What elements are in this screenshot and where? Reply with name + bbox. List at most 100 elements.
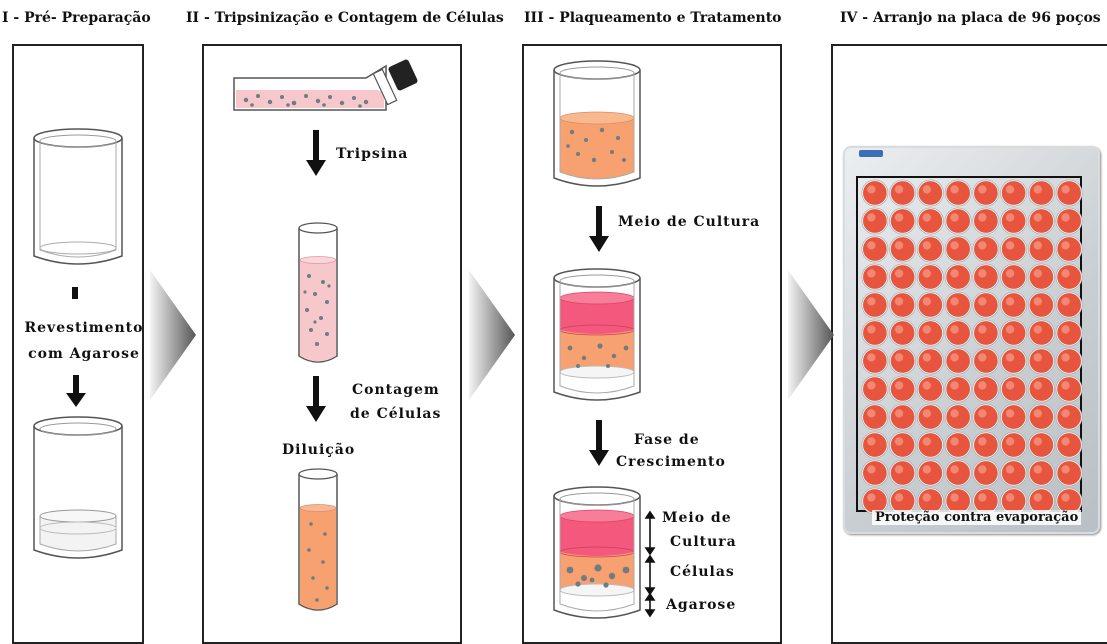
evaporation-protection-label: Proteção contra evaporação (872, 510, 1082, 525)
well (972, 235, 1000, 263)
growth-label-line1: Fase de (634, 432, 700, 448)
down-arrow-count (306, 376, 326, 422)
well (861, 263, 889, 291)
well (1055, 319, 1083, 347)
well (1028, 487, 1055, 515)
well (861, 291, 889, 319)
well (1000, 375, 1028, 403)
well (889, 319, 916, 347)
well (1028, 207, 1055, 235)
well (1028, 403, 1055, 431)
dilution-label: Diluição (282, 442, 356, 458)
well (1055, 487, 1083, 515)
well-cells-seeded (553, 60, 641, 187)
well (972, 375, 1000, 403)
well (944, 459, 972, 487)
well (889, 347, 916, 375)
down-arrow-growth (589, 420, 609, 466)
well (972, 459, 1000, 487)
panel-title-trypsinization: II - Tripsinização e Contagem de Células (186, 10, 504, 26)
transition-arrow-2 (469, 270, 515, 400)
plate-96-wells (843, 146, 1100, 534)
count-label-line1: Contagem (352, 382, 440, 398)
well (1000, 207, 1028, 235)
coating-label-line2: com Agarose (28, 346, 140, 362)
well (889, 459, 916, 487)
well (944, 319, 972, 347)
well (1055, 235, 1083, 263)
well (861, 347, 889, 375)
well (1055, 291, 1083, 319)
well (916, 347, 944, 375)
well (1055, 207, 1083, 235)
test-tube-diluted (298, 468, 338, 611)
layer-agarose-label: Agarose (666, 597, 737, 613)
well (944, 431, 972, 459)
well (1028, 459, 1055, 487)
well (889, 487, 916, 515)
well (1055, 375, 1083, 403)
layer-brackets (644, 510, 656, 618)
medium-label: Meio de Cultura (618, 214, 761, 230)
transition-arrow-3 (788, 270, 834, 400)
well (916, 291, 944, 319)
well (861, 375, 889, 403)
well (972, 347, 1000, 375)
well (861, 459, 889, 487)
plate-logo-icon (859, 150, 883, 157)
trypsin-label: Tripsina (336, 146, 409, 162)
well (972, 431, 1000, 459)
well (889, 375, 916, 403)
agarose-coated-well (33, 416, 123, 559)
well (944, 235, 972, 263)
well (1028, 179, 1055, 207)
well (889, 403, 916, 431)
well (1055, 263, 1083, 291)
well (916, 431, 944, 459)
well (944, 403, 972, 431)
well (944, 207, 972, 235)
test-tube-trypsinized (298, 222, 338, 363)
well (889, 207, 916, 235)
well (972, 263, 1000, 291)
down-arrow-medium (589, 206, 609, 252)
well (972, 487, 1000, 515)
down-arrow-p1 (66, 375, 86, 407)
well (1055, 431, 1083, 459)
well (1055, 459, 1083, 487)
count-label-line2: de Células (350, 406, 442, 422)
culture-flask (233, 59, 418, 111)
well (861, 179, 889, 207)
well-grid (861, 179, 1083, 515)
layer-medium-label-line1: Meio de (662, 510, 732, 526)
well (1055, 347, 1083, 375)
well (972, 179, 1000, 207)
panel-title-plating: III - Plaqueamento e Tratamento (524, 10, 782, 26)
well (1000, 459, 1028, 487)
well (916, 319, 944, 347)
well-after-growth (553, 486, 641, 619)
well (916, 207, 944, 235)
well-with-medium (553, 268, 641, 401)
well (1028, 263, 1055, 291)
well (1000, 179, 1028, 207)
well (889, 179, 916, 207)
down-arrow-trypsin (306, 130, 326, 176)
well (944, 375, 972, 403)
well (972, 403, 1000, 431)
panel-title-pre-preparation: I - Pré- Preparação (2, 10, 151, 26)
well (944, 347, 972, 375)
well (1028, 347, 1055, 375)
well (1000, 431, 1028, 459)
well (889, 291, 916, 319)
well (1028, 375, 1055, 403)
well (944, 291, 972, 319)
well (1028, 319, 1055, 347)
well (916, 263, 944, 291)
well (1000, 403, 1028, 431)
well (1055, 179, 1083, 207)
well (916, 179, 944, 207)
well (916, 375, 944, 403)
well (1028, 235, 1055, 263)
coating-label-line1: Revestimento (24, 320, 144, 336)
